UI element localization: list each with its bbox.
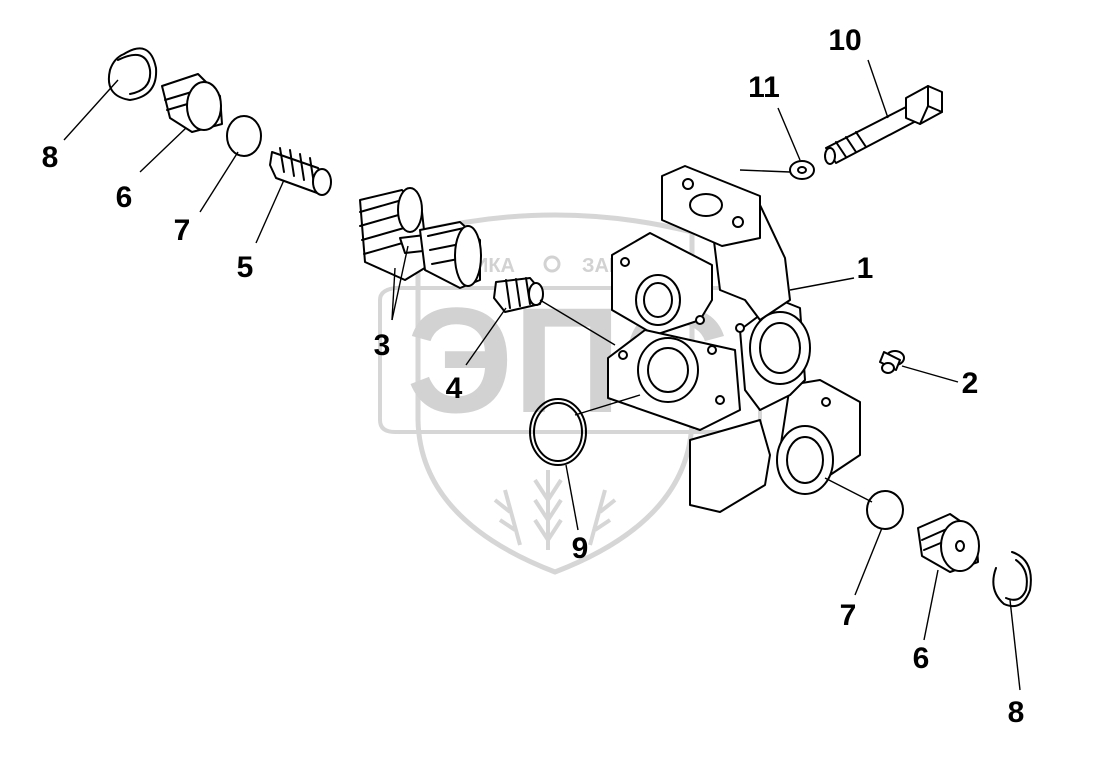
callout-3: 3 <box>374 329 391 362</box>
callout-7-left: 7 <box>174 214 191 247</box>
callout-6-right: 6 <box>913 642 930 675</box>
ball-right <box>866 490 904 530</box>
o-ring <box>529 398 587 466</box>
callout-11: 11 <box>748 71 780 104</box>
bolt <box>824 85 943 165</box>
callout-4: 4 <box>446 372 463 405</box>
washer <box>789 160 815 180</box>
spool <box>359 187 482 289</box>
callout-9: 9 <box>572 532 589 565</box>
plug-right <box>917 513 980 573</box>
callout-5: 5 <box>237 251 254 284</box>
callout-2: 2 <box>962 367 979 400</box>
callout-6-left: 6 <box>116 181 133 214</box>
callout-7-right: 7 <box>840 599 857 632</box>
small-spring <box>493 277 544 313</box>
snap-ring-left <box>108 47 158 101</box>
assembly-lines <box>539 169 873 503</box>
snap-ring-right <box>992 551 1032 608</box>
callout-8-right: 8 <box>1008 696 1025 729</box>
spring <box>269 147 332 196</box>
small-plug <box>879 350 905 374</box>
ball-left <box>226 115 262 157</box>
callouts: 1 2 3 4 5 6 6 7 7 8 8 9 10 11 <box>42 24 1025 729</box>
watermark-gear-icon <box>543 255 561 273</box>
leader-lines <box>63 59 1021 691</box>
plug-left <box>161 73 223 133</box>
valve-body <box>607 165 861 513</box>
callout-1: 1 <box>857 252 874 285</box>
watermark-wheat-icon <box>493 470 617 550</box>
callout-8-left: 8 <box>42 141 59 174</box>
callout-10: 10 <box>828 24 861 57</box>
